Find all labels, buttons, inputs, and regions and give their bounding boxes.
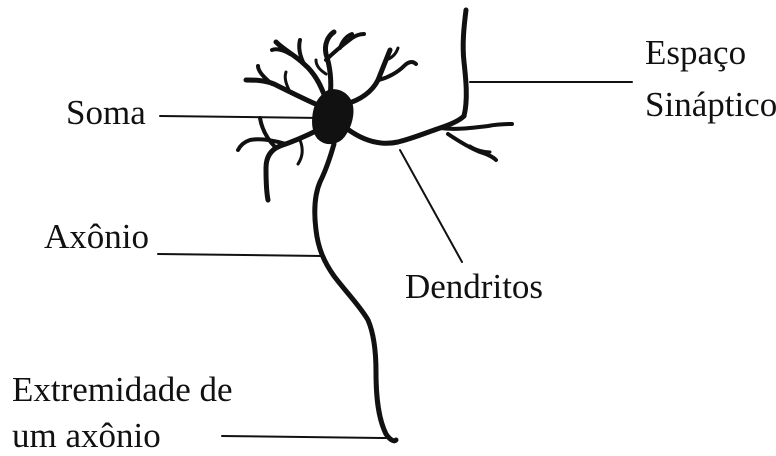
label-espaco-sinaptico-line1: Espaço	[645, 34, 746, 72]
dendrite-lower-left-twig-2	[260, 118, 276, 148]
dendrite-left	[246, 80, 320, 106]
label-axonio: Axônio	[44, 218, 149, 256]
leader-line-extremidade	[222, 436, 386, 438]
leader-line-dendritos	[400, 150, 462, 262]
leader-line-soma	[160, 116, 322, 118]
dendrite-upper-center	[325, 32, 334, 96]
label-extremidade-line2: um axônio	[12, 417, 161, 455]
label-dendritos: Dendritos	[405, 268, 543, 306]
presynaptic-process	[463, 10, 466, 116]
dendrite-right-twig-3	[470, 146, 490, 152]
label-espaco-sinaptico-line2: Sináptico	[645, 86, 776, 124]
leader-line-axonio	[158, 254, 322, 256]
dendrite-lower-left-twig-3	[298, 140, 302, 164]
soma-body	[313, 90, 352, 143]
label-soma: Soma	[66, 94, 146, 132]
label-extremidade-line1: Extremidade de	[12, 371, 233, 409]
axon	[315, 144, 396, 441]
dendrite-upper-center-twig-3	[316, 60, 326, 74]
